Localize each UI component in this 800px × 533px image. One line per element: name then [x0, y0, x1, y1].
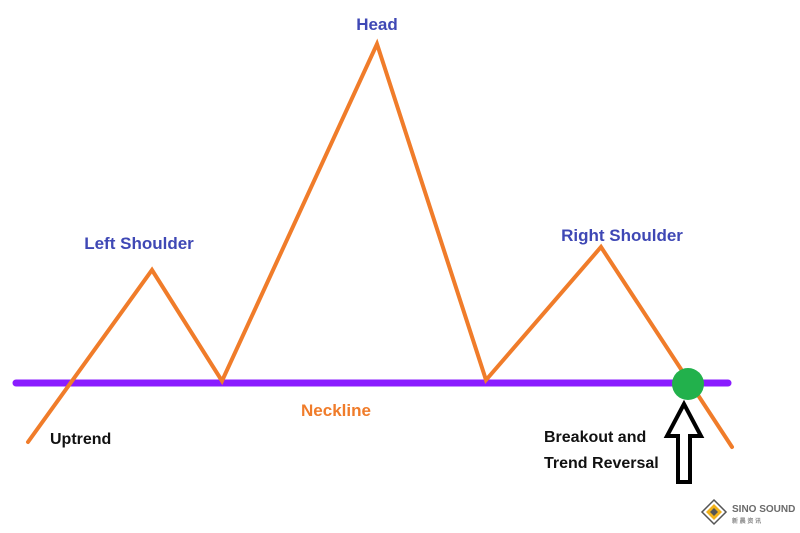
right-shoulder-label: Right Shoulder — [561, 226, 683, 245]
breakout-label-line1: Breakout and — [544, 429, 646, 446]
neckline-label: Neckline — [301, 401, 371, 420]
breakout-point — [672, 368, 704, 400]
head-label: Head — [356, 15, 398, 34]
left-shoulder-label: Left Shoulder — [84, 234, 194, 253]
breakout-label-line2: Trend Reversal — [544, 455, 659, 472]
sino-sound-logo: SINO SOUND 新 晨 资 讯 — [700, 498, 795, 526]
uptrend-label: Uptrend — [50, 431, 111, 448]
logo-text: SINO SOUND — [732, 504, 795, 515]
breakout-arrow — [663, 399, 705, 484]
price-pattern-line — [26, 38, 734, 449]
logo-subtext: 新 晨 资 讯 — [732, 517, 761, 525]
